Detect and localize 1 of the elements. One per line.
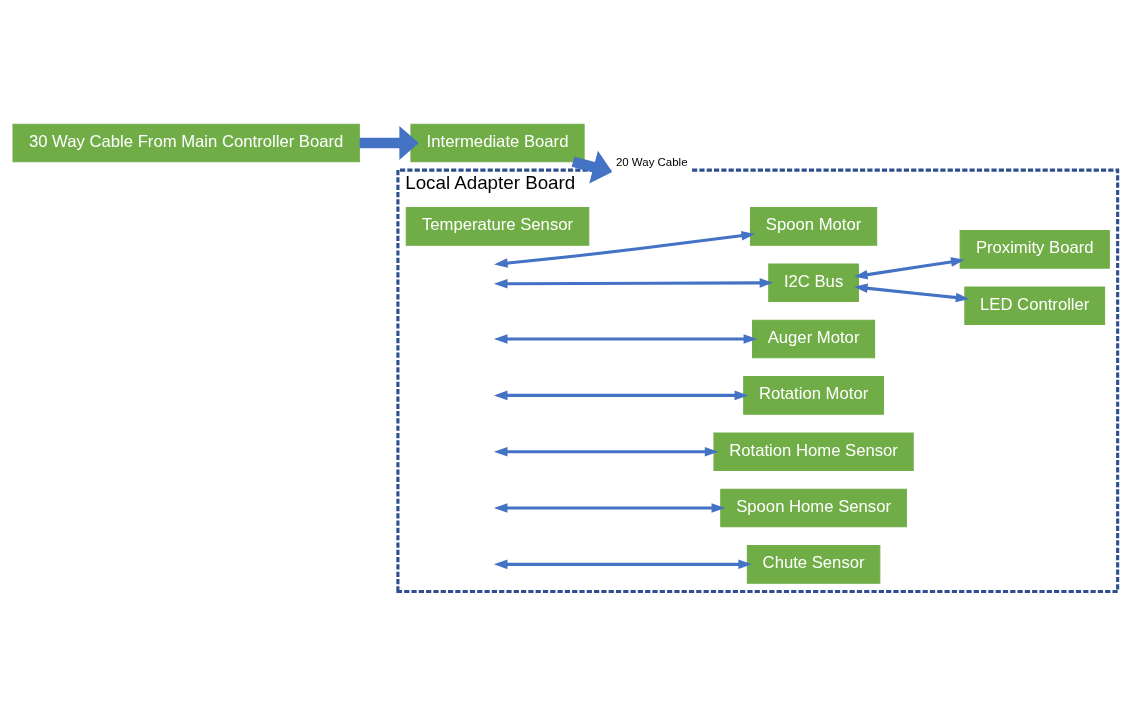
edge-label: 20 Way Cable	[615, 155, 688, 168]
